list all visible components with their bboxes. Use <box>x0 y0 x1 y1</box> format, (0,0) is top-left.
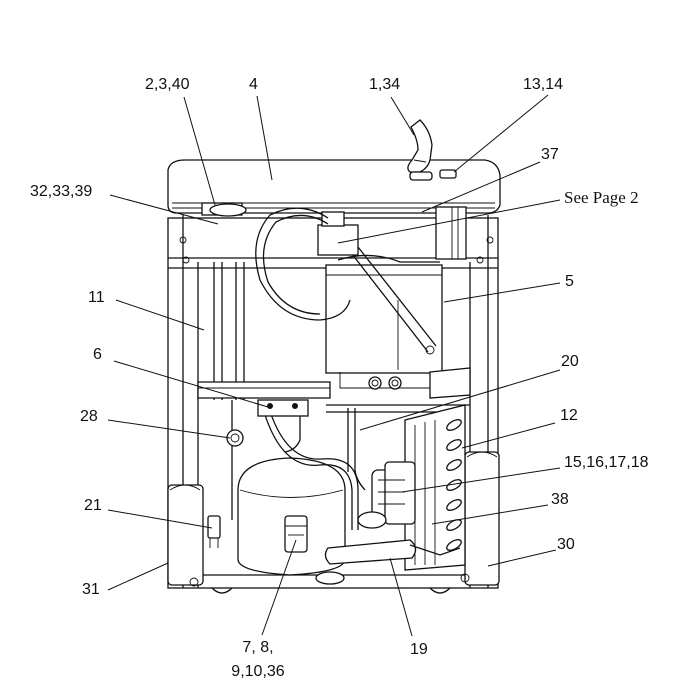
callout-28: 28 <box>80 408 98 425</box>
compressor <box>237 457 346 585</box>
callout-1-34: 1,34 <box>369 76 401 93</box>
cooling-tank <box>325 227 443 390</box>
callout-15-16-17-18: 15,16,17,18 <box>564 454 649 471</box>
callout-6: 6 <box>93 346 102 363</box>
callout-37: 37 <box>541 146 559 163</box>
leader-lines <box>107 94 561 637</box>
callout-12: 12 <box>560 407 578 424</box>
cross-rail <box>197 367 471 413</box>
callout-38: 38 <box>551 491 569 508</box>
filter-drier <box>324 539 461 565</box>
callout-4: 4 <box>249 76 258 93</box>
regulator-assembly <box>317 206 467 260</box>
switch <box>207 515 221 548</box>
cabinet-frame <box>167 215 500 594</box>
condenser <box>404 404 466 571</box>
callout-31: 31 <box>82 581 100 598</box>
condenser-fins <box>446 419 462 551</box>
callout-2-3-40: 2,3,40 <box>145 76 190 93</box>
callout-11: 11 <box>88 289 105 306</box>
fan-motor <box>357 461 416 529</box>
tubing <box>213 207 351 400</box>
callout-5: 5 <box>565 273 574 290</box>
callout-19: 19 <box>410 641 428 658</box>
callout-30: 30 <box>557 536 575 553</box>
valve-bracket <box>226 399 309 447</box>
callout-see-page-2: See Page 2 <box>564 188 639 207</box>
bubbler <box>407 119 457 181</box>
callout-13-14: 13,14 <box>523 76 564 93</box>
lower-tubing <box>231 400 366 530</box>
callout-7-8: 7, 8, <box>242 639 274 656</box>
callout-20: 20 <box>561 353 579 370</box>
callout-9-10-36: 9,10,36 <box>231 663 285 680</box>
callout-32-33-39: 32,33,39 <box>30 183 93 200</box>
callout-21: 21 <box>84 497 102 514</box>
